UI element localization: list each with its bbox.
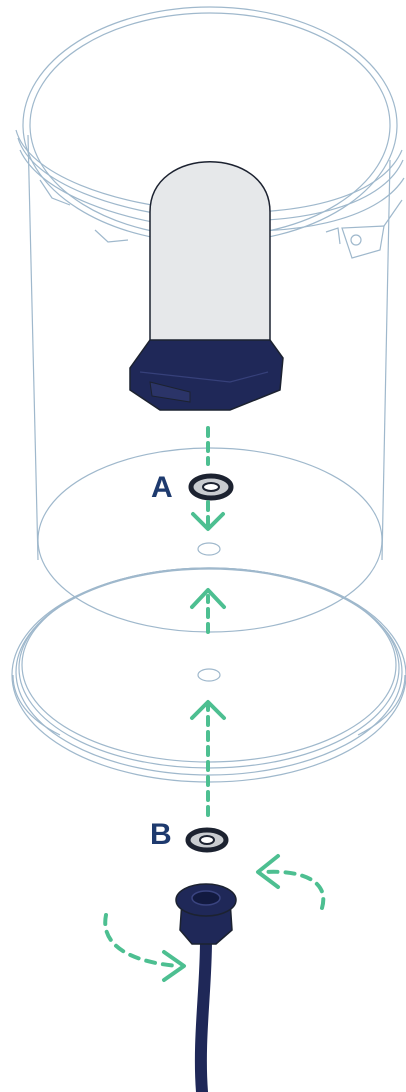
bulb-base [129, 339, 284, 411]
curved-rotate-arrow-icon [256, 854, 326, 910]
lid-hole [197, 668, 221, 682]
bulb-dome [149, 161, 271, 356]
handle-ear [341, 225, 385, 259]
curved-rotate-arrow-icon-left [103, 913, 186, 982]
dashed-arrow-icon [190, 426, 226, 817]
cable [194, 934, 212, 1092]
label-a: A [151, 471, 173, 504]
handle-pin [350, 234, 362, 246]
lid-skirt [12, 674, 61, 736]
rim-tab-mid [94, 229, 129, 243]
bucket-left-wall [27, 134, 39, 561]
bulb-assembly [129, 161, 284, 411]
cable-nut [175, 883, 237, 1092]
bucket-bottom-hole [197, 542, 221, 556]
washer-a [188, 473, 234, 501]
rim-tab-right [325, 227, 341, 245]
label-b: B [150, 818, 172, 851]
washer-b [185, 827, 229, 853]
rim-tab-left [39, 179, 71, 206]
bucket-right-wall [381, 159, 391, 561]
